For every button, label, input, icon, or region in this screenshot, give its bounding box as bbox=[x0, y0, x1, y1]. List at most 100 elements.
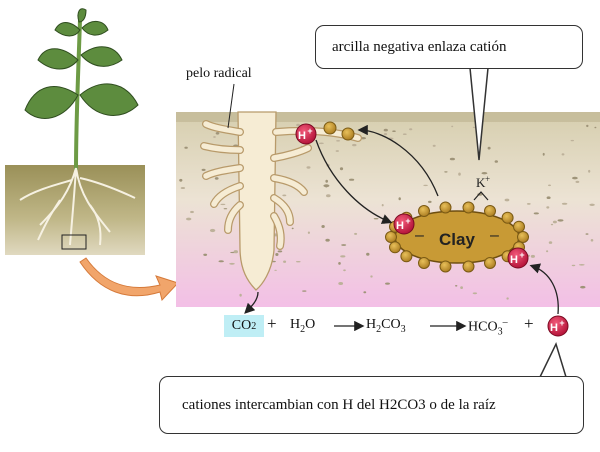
soil-speck bbox=[455, 285, 458, 287]
soil-speck bbox=[354, 232, 358, 235]
soil-speck bbox=[487, 146, 491, 150]
soil-speck bbox=[392, 130, 396, 132]
svg-text:+: + bbox=[485, 174, 490, 184]
soil-speck bbox=[296, 261, 301, 263]
cation-bead bbox=[513, 220, 525, 233]
cation-bead bbox=[323, 121, 337, 135]
soil-speck bbox=[504, 198, 510, 202]
soil-speck bbox=[325, 238, 330, 242]
soil-speck bbox=[526, 203, 531, 205]
soil-speck bbox=[201, 168, 206, 171]
soil-speck bbox=[220, 203, 226, 206]
soil-speck bbox=[570, 139, 574, 142]
soil-speck bbox=[590, 239, 594, 242]
soil-speck bbox=[409, 128, 413, 131]
soil-speck bbox=[398, 197, 401, 201]
soil-speck bbox=[444, 171, 448, 173]
svg-text:H: H bbox=[298, 130, 306, 142]
zoom-arrow-icon bbox=[79, 257, 179, 302]
soil-speck bbox=[296, 123, 300, 127]
soil-speck bbox=[179, 178, 183, 182]
cation-bead bbox=[501, 211, 514, 224]
soil-speck bbox=[291, 227, 294, 230]
soil-speck bbox=[428, 200, 432, 203]
soil-speck bbox=[336, 140, 341, 142]
potassium-ion: K + bbox=[473, 174, 490, 201]
svg-text:+: + bbox=[405, 216, 410, 226]
hco3-term: HCO3– bbox=[468, 317, 508, 338]
proton-icon: H + bbox=[295, 123, 317, 145]
soil-speck bbox=[589, 203, 595, 206]
soil-speck bbox=[494, 160, 498, 163]
soil-speck bbox=[561, 153, 565, 156]
soil-speck bbox=[571, 264, 576, 267]
top-callout-pointer bbox=[469, 67, 489, 161]
equation-plus: + bbox=[524, 314, 534, 333]
soil-speck bbox=[585, 233, 589, 235]
soil-speck bbox=[319, 142, 324, 145]
soil-speck bbox=[506, 297, 509, 300]
top-callout: arcilla negativa enlaza catión bbox=[315, 25, 583, 69]
cation-bead bbox=[418, 257, 430, 269]
cation-bead bbox=[385, 231, 397, 243]
soil-speck bbox=[203, 253, 208, 256]
cation-bead bbox=[389, 241, 401, 254]
soil-speck bbox=[277, 250, 283, 253]
soil-speck bbox=[339, 167, 344, 171]
soil-speck bbox=[338, 282, 344, 285]
soil-speck bbox=[223, 208, 228, 210]
proton-icon: H + bbox=[547, 315, 569, 337]
clay-charge-right: – bbox=[490, 227, 499, 244]
soil-speck bbox=[209, 228, 216, 233]
cation-bead bbox=[462, 260, 475, 273]
soil-speck bbox=[341, 244, 347, 246]
bottom-callout: cationes intercambian con H del H2CO3 o … bbox=[159, 376, 584, 434]
soil-speck bbox=[321, 225, 325, 228]
soil-speck bbox=[366, 252, 370, 256]
soil-speck bbox=[472, 126, 476, 129]
bottom-callout-pointer bbox=[539, 341, 567, 378]
soil-speck bbox=[588, 169, 591, 173]
soil-speck bbox=[546, 250, 549, 253]
soil-speck bbox=[481, 172, 488, 175]
soil-speck bbox=[338, 262, 341, 265]
soil-surface bbox=[176, 112, 600, 122]
soil-speck bbox=[233, 250, 238, 254]
soil-speck bbox=[557, 219, 564, 222]
soil-speck bbox=[381, 204, 384, 207]
soil-speck bbox=[363, 291, 367, 294]
h2co3-term: H2CO3 bbox=[366, 317, 406, 335]
soil-speck bbox=[572, 176, 578, 180]
soil-speck bbox=[548, 184, 551, 187]
soil-speck bbox=[335, 150, 339, 152]
svg-text:+: + bbox=[307, 126, 312, 136]
cation-bead bbox=[484, 257, 496, 269]
soil-speck bbox=[180, 187, 186, 189]
soil-speck bbox=[325, 179, 329, 183]
soil-speck bbox=[215, 132, 220, 135]
cation-bead bbox=[400, 250, 413, 263]
cation-bead bbox=[484, 205, 496, 217]
clay-particle: Clay – – bbox=[385, 201, 529, 273]
cation-bead bbox=[462, 201, 475, 214]
zoom-box bbox=[61, 234, 87, 250]
soil-speck bbox=[373, 218, 379, 220]
arrow-clay-to-hair bbox=[357, 124, 439, 197]
soil-speck bbox=[307, 231, 310, 234]
soil-speck bbox=[275, 253, 279, 256]
soil-speck bbox=[302, 290, 307, 292]
soil-speck bbox=[352, 143, 357, 147]
soil-speck bbox=[460, 286, 463, 289]
soil-speck bbox=[282, 194, 287, 197]
soil-speck bbox=[402, 133, 407, 135]
soil-speck bbox=[323, 184, 330, 188]
soil-speck bbox=[542, 152, 545, 156]
cation-bead bbox=[517, 231, 529, 243]
soil-speck bbox=[213, 136, 216, 138]
arrow-equation-to-clay bbox=[529, 263, 559, 315]
top-callout-text: arcilla negativa enlaza catión bbox=[332, 38, 507, 55]
root-hairs-fill bbox=[201, 121, 311, 249]
soil-speck bbox=[432, 144, 436, 147]
equation-plus: + bbox=[267, 314, 277, 333]
